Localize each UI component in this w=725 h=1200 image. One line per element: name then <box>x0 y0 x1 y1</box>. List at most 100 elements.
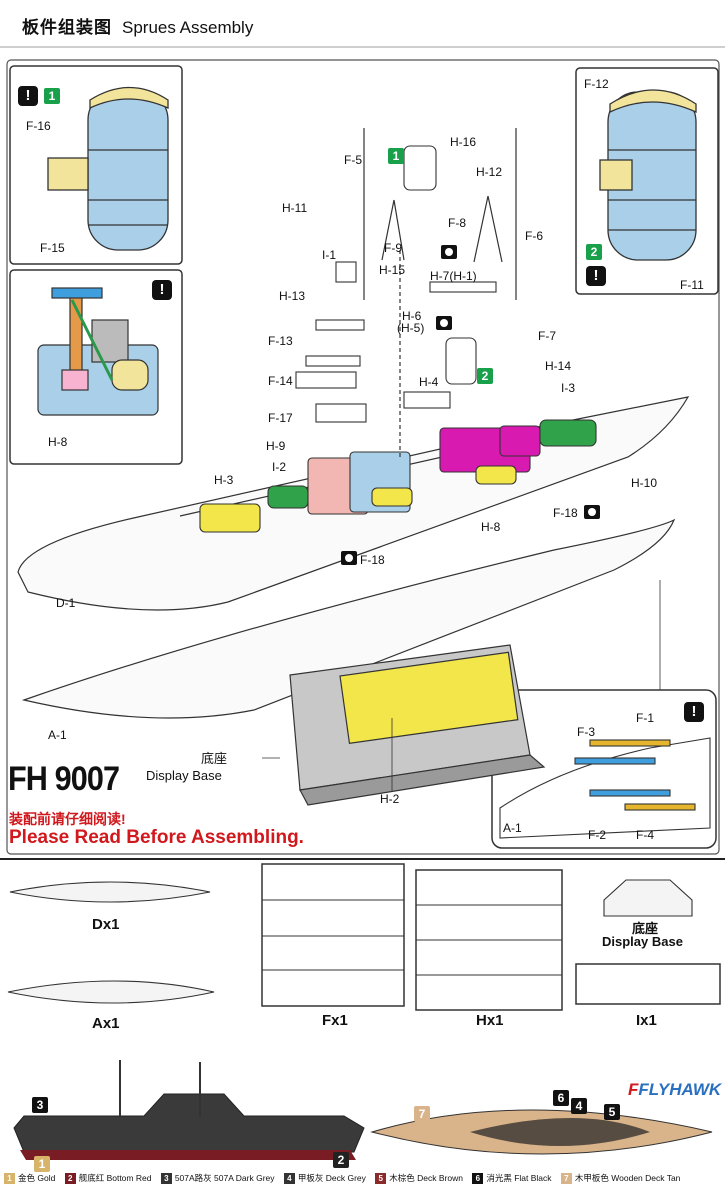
color-profile <box>13 1060 713 1160</box>
step-1-badge: 1 <box>388 148 404 164</box>
part-label: F-6 <box>525 229 543 243</box>
superstructure <box>199 419 597 533</box>
page-title: 板件组装图 Sprues Assembly <box>22 13 253 38</box>
part-label: F-7 <box>538 329 556 343</box>
funnel-left <box>47 86 169 251</box>
sprue-label: Fx1 <box>322 1012 348 1029</box>
flag-icon <box>441 245 457 259</box>
paint-callout: 5 <box>604 1104 620 1120</box>
sprue-label: 底座 <box>632 921 659 936</box>
flag-icon <box>341 551 357 565</box>
part-label: A-1 <box>503 821 522 835</box>
part-label: F-8 <box>448 216 466 230</box>
display-base <box>289 644 546 806</box>
part-label: F-3 <box>577 725 595 739</box>
part-label: H-15 <box>379 263 406 277</box>
propeller-detail <box>499 737 711 839</box>
part-label: H-3 <box>214 473 234 487</box>
part-label: Display Base <box>146 768 222 783</box>
leader-lines <box>262 580 661 792</box>
part-label: F-15 <box>40 241 65 255</box>
part-label: H-8 <box>481 520 501 534</box>
hull-lower <box>21 518 676 719</box>
warning-icon: ! <box>684 702 704 722</box>
sprue-f <box>261 863 405 1007</box>
part-label: H-7(H-1) <box>430 269 477 283</box>
drawing-frame <box>6 59 720 855</box>
sprue-label: Display Base <box>602 934 683 949</box>
part-label: H-14 <box>545 359 572 373</box>
sprue-d <box>9 881 211 903</box>
side-profile <box>13 1060 365 1160</box>
warning-en: Please Read Before Assembling. <box>9 827 304 848</box>
sprue-a <box>7 980 215 1004</box>
paint-callout: 4 <box>571 1098 587 1114</box>
part-label: F-18 <box>553 506 578 520</box>
sprue-shapes <box>7 863 721 1011</box>
small-parts <box>295 145 497 423</box>
part-label: H-9 <box>266 439 286 453</box>
part-label: I-3 <box>561 381 576 395</box>
masts <box>363 128 517 460</box>
paint-callout: 7 <box>414 1106 430 1122</box>
paint-callout: 3 <box>32 1097 48 1113</box>
part-label: H-12 <box>476 165 503 179</box>
warning-icon: ! <box>586 266 606 286</box>
paint-callout: 1 <box>34 1156 50 1172</box>
part-label: H-16 <box>450 135 477 149</box>
part-label: F-2 <box>588 828 606 842</box>
funnel-right <box>599 89 697 261</box>
step-1-badge: 1 <box>44 88 60 104</box>
divider <box>0 858 725 860</box>
part-label: F-1 <box>636 711 654 725</box>
sprue-base <box>603 879 693 917</box>
flag-icon <box>584 505 600 519</box>
part-label: H-11 <box>282 201 308 215</box>
sprue-label: Ix1 <box>636 1012 657 1029</box>
step-2-badge: 2 <box>477 368 493 384</box>
warning-icon: ! <box>152 280 172 300</box>
warning-cn: 装配前请仔细阅读! <box>9 811 126 827</box>
part-label: (H-5) <box>397 321 425 335</box>
top-profile <box>370 1109 713 1155</box>
part-label: F-4 <box>636 828 654 842</box>
title-cn: 板件组装图 <box>22 18 112 37</box>
part-label: F-18 <box>360 553 385 567</box>
sprue-i <box>575 963 721 1005</box>
sprue-label: Dx1 <box>92 916 120 933</box>
part-label: F-5 <box>344 153 362 167</box>
part-label: 底座 <box>201 751 228 766</box>
part-label: H-2 <box>380 792 400 806</box>
sprues-drawing <box>7 863 721 1011</box>
step-2-badge: 2 <box>586 244 602 260</box>
part-label: F-11 <box>680 278 704 292</box>
paint-callout: 2 <box>333 1152 349 1168</box>
part-label: F-12 <box>584 77 609 91</box>
part-label: D-1 <box>56 596 76 610</box>
part-label: F-16 <box>26 119 51 133</box>
paint-callout: 6 <box>553 1090 569 1106</box>
part-label: I-2 <box>272 460 287 474</box>
part-label: H-4 <box>419 375 439 389</box>
brand-logo: FFLYHAWK <box>628 1080 722 1099</box>
title-en: Sprues Assembly <box>122 18 254 37</box>
part-label: F-9 <box>384 241 402 255</box>
part-label: H-6 <box>402 309 422 323</box>
part-label: H-8 <box>48 435 68 449</box>
sprue-label: Hx1 <box>476 1012 504 1029</box>
header: 板件组装图 Sprues Assembly <box>0 0 725 48</box>
warning-icon: ! <box>18 86 38 106</box>
part-label: H-13 <box>279 289 306 303</box>
part-label: A-1 <box>48 728 67 742</box>
product-code: FH 9007 <box>8 760 120 798</box>
part-label: F-13 <box>268 334 293 348</box>
sprue-label: Ax1 <box>92 1015 120 1032</box>
